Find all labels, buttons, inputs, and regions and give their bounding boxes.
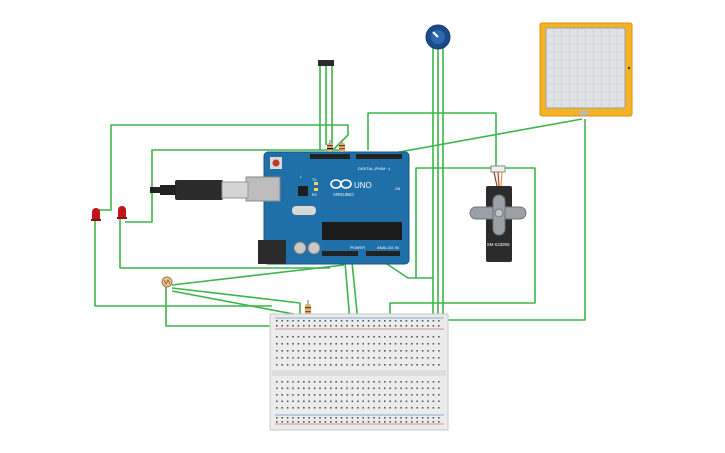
wire-led1-top[interactable] <box>97 124 349 211</box>
breadboard[interactable] <box>269 313 449 431</box>
digital-pins-label: DIGITAL (PWM ~) <box>358 166 391 171</box>
wire-display-gnd[interactable] <box>445 119 586 321</box>
potentiometer-icon[interactable] <box>425 24 451 50</box>
wire-led2[interactable] <box>119 212 330 269</box>
wire-led1[interactable] <box>94 215 272 307</box>
wire-servo-signal[interactable] <box>367 112 497 166</box>
servo-icon[interactable]: SM-S2309S <box>469 165 527 262</box>
usb-port <box>245 176 281 202</box>
wire-a0[interactable] <box>386 263 433 279</box>
wire-ldr[interactable] <box>165 287 273 327</box>
wire-servo-gnd[interactable] <box>389 167 536 323</box>
arduino-logo-icon <box>330 179 352 189</box>
tx-label: TX <box>312 178 317 182</box>
wire-ldr-a[interactable] <box>171 264 345 286</box>
analog-pins-label: ANALOG IN <box>377 245 399 250</box>
power-jack <box>258 240 286 264</box>
led-icon[interactable] <box>91 208 101 221</box>
wire-5v[interactable] <box>344 261 351 323</box>
l-label: L <box>300 175 302 179</box>
wire-led2-top[interactable] <box>125 149 342 223</box>
resistor-icon[interactable] <box>327 140 333 152</box>
photoresistor-icon[interactable] <box>161 276 173 288</box>
display-module[interactable] <box>539 22 633 117</box>
on-label: ON <box>395 187 401 191</box>
arduino-board[interactable]: UNO ARDUINO DIGITAL (PWM ~) POWER ANALOG… <box>245 151 410 265</box>
led-icon[interactable] <box>117 206 127 219</box>
rx-label: RX <box>312 193 318 197</box>
wire-gnd[interactable] <box>351 261 359 323</box>
power-pins-label: POWER <box>350 245 365 250</box>
usb-cable-icon[interactable] <box>150 180 249 200</box>
servo-model-label: SM-S2309S <box>487 242 510 247</box>
resistor-icon[interactable] <box>339 140 345 152</box>
sensor-component-icon[interactable] <box>318 60 334 66</box>
wire-servo-power[interactable] <box>415 167 492 278</box>
board-model-label: UNO <box>354 181 372 190</box>
board-logo-label: ARDUINO <box>333 192 354 197</box>
microcontroller-chip <box>322 222 402 240</box>
